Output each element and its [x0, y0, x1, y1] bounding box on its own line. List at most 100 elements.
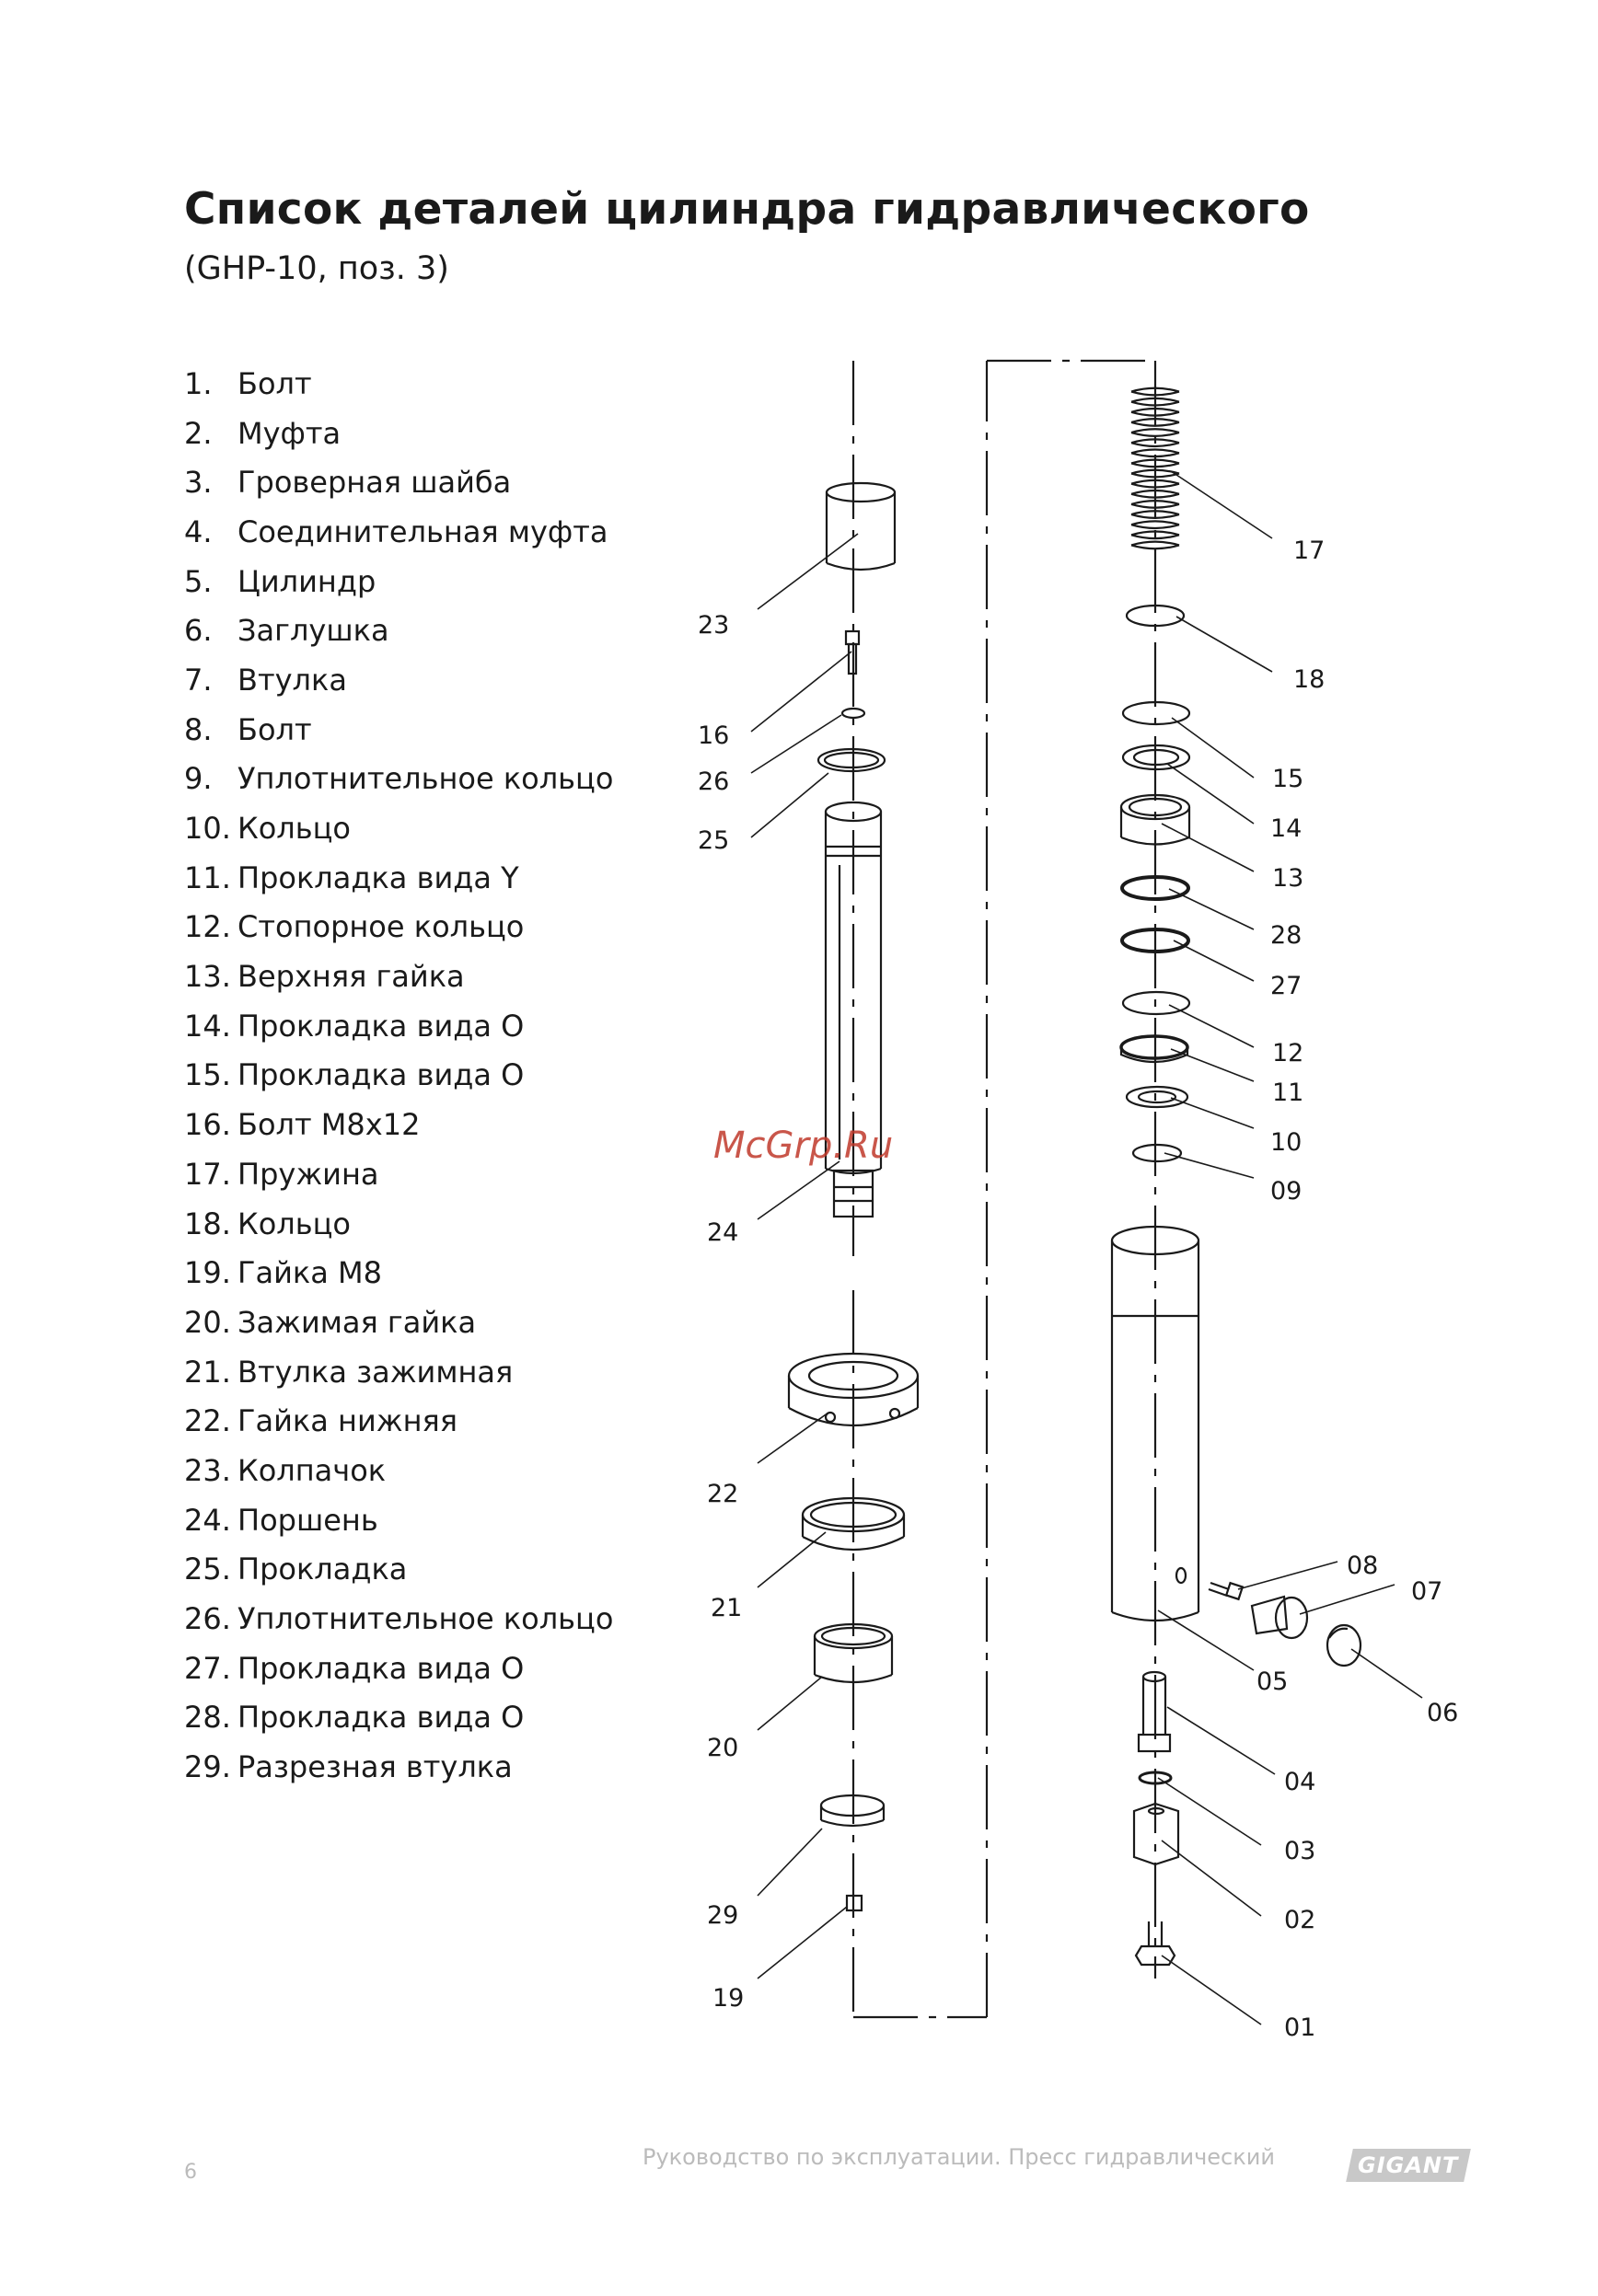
label-15: 15 [1272, 765, 1303, 793]
part-08-bolt [1208, 1581, 1245, 1601]
part-name: Втулка [237, 662, 347, 698]
part-25-gasket [816, 747, 886, 773]
part-number: 8. [184, 711, 213, 747]
part-14-gasket [1121, 744, 1191, 771]
brand-logo: GIGANT [1346, 2149, 1471, 2182]
parts-list-item: 3.Гроверная шайба [184, 457, 613, 507]
footer-text: Руководство по эксплуатации. Пресс гидра… [643, 2144, 1275, 2170]
part-number: 5. [184, 563, 213, 599]
part-name: Болт М8х12 [237, 1107, 421, 1143]
part-name: Гроверная шайба [237, 465, 512, 501]
part-name: Болт [237, 711, 312, 747]
part-number: 29. [184, 1749, 231, 1785]
parts-list-item: 20.Зажимая гайка [184, 1298, 613, 1347]
label-06: 06 [1427, 1699, 1458, 1727]
part-15-gasket [1121, 700, 1191, 726]
part-27-gasket [1120, 928, 1190, 953]
parts-list-item: 28.Прокладка вида О [184, 1693, 613, 1743]
part-number: 11. [184, 860, 231, 895]
label-03: 03 [1284, 1837, 1315, 1865]
label-25: 25 [698, 826, 729, 855]
part-07-sleeve [1250, 1595, 1309, 1640]
parts-list-item: 13.Верхняя гайка [184, 952, 613, 1001]
part-10-ring [1125, 1085, 1189, 1109]
part-number: 7. [184, 662, 213, 698]
part-name: Уплотнительное кольцо [237, 1601, 614, 1637]
label-22: 22 [707, 1480, 738, 1508]
part-name: Гайка М8 [237, 1255, 382, 1291]
part-name: Соединительная муфта [237, 513, 608, 549]
part-number: 23. [184, 1452, 231, 1488]
part-name: Заглушка [237, 613, 389, 649]
leader-lines [750, 470, 1423, 2025]
parts-list-item: 2. Муфта [184, 409, 613, 458]
part-02-sleeve-nut [1132, 1802, 1180, 1866]
part-01-bolt [1134, 1921, 1176, 1967]
label-09: 09 [1270, 1177, 1302, 1206]
page-subtitle: (GHP-10, поз. 3) [184, 250, 449, 287]
parts-list-item: 12.Стопорное кольцо [184, 903, 613, 952]
part-name: Поршень [237, 1502, 378, 1538]
label-20: 20 [707, 1734, 738, 1762]
part-number: 12. [184, 909, 231, 945]
part-name: Втулка зажимная [237, 1354, 514, 1390]
parts-list-item: 17.Пружина [184, 1149, 613, 1199]
part-05-cylinder [1110, 1225, 1200, 1622]
part-number: 25. [184, 1552, 231, 1587]
parts-list-item: 24.Поршень [184, 1495, 613, 1545]
part-06-plug [1326, 1623, 1362, 1667]
label-16: 16 [698, 721, 729, 750]
parts-list-item: 4. Соединительная муфта [184, 507, 613, 557]
part-name: Разрезная втулка [237, 1749, 513, 1785]
part-number: 4. [184, 513, 213, 549]
parts-list-item: 5.Цилиндр [184, 557, 613, 606]
label-29: 29 [707, 1901, 738, 1930]
part-name: Кольцо [237, 1206, 351, 1241]
label-02: 02 [1284, 1906, 1315, 1934]
part-20-clamp-nut [813, 1622, 894, 1684]
part-number: 21. [184, 1354, 231, 1390]
parts-list-item: 7. Втулка [184, 655, 613, 705]
part-number: 1. [184, 365, 213, 401]
part-number: 10. [184, 811, 231, 847]
page-number: 6 [184, 2161, 197, 2184]
part-name: Колпачок [237, 1452, 387, 1488]
part-number: 13. [184, 959, 231, 995]
label-13: 13 [1272, 864, 1303, 893]
parts-list-item: 19.Гайка М8 [184, 1248, 613, 1298]
part-number: 19. [184, 1255, 231, 1291]
label-01: 01 [1284, 2013, 1315, 2042]
page-title: Список деталей цилиндра гидравлического [184, 184, 1310, 235]
part-03-spring-washer [1138, 1771, 1173, 1785]
part-number: 14. [184, 1008, 231, 1044]
label-04: 04 [1284, 1768, 1315, 1796]
part-name: Прокладка [237, 1552, 408, 1587]
part-number: 9. [184, 761, 213, 797]
part-number: 2. [184, 415, 213, 451]
part-name: Муфта [237, 415, 342, 451]
callout-labels: 23 16 26 25 24 22 21 20 29 19 17 18 15 1… [698, 537, 1458, 2042]
part-name: Пружина [237, 1156, 379, 1192]
label-08: 08 [1347, 1552, 1378, 1580]
label-11: 11 [1272, 1079, 1303, 1107]
part-number: 17. [184, 1156, 231, 1192]
label-10: 10 [1270, 1128, 1302, 1157]
part-name: Стопорное кольцо [237, 909, 525, 945]
part-number: 24. [184, 1502, 231, 1538]
part-12-retaining-ring [1121, 990, 1191, 1016]
label-18: 18 [1293, 665, 1325, 694]
part-name: Уплотнительное кольцо [237, 761, 614, 797]
part-number: 22. [184, 1403, 231, 1439]
label-28: 28 [1270, 921, 1302, 950]
parts-list-item: 1.Болт [184, 359, 613, 409]
parts-list-item: 29.Разрезная втулка [184, 1742, 613, 1792]
parts-list-item: 14.Прокладка вида О [184, 1001, 613, 1051]
label-24: 24 [707, 1218, 738, 1247]
label-23: 23 [698, 611, 729, 640]
part-13-upper-nut [1119, 793, 1191, 846]
label-05: 05 [1256, 1667, 1288, 1696]
label-14: 14 [1270, 814, 1302, 843]
parts-list-item: 25.Прокладка [184, 1545, 613, 1595]
parts-list-item: 15.Прокладка вида О [184, 1051, 613, 1101]
